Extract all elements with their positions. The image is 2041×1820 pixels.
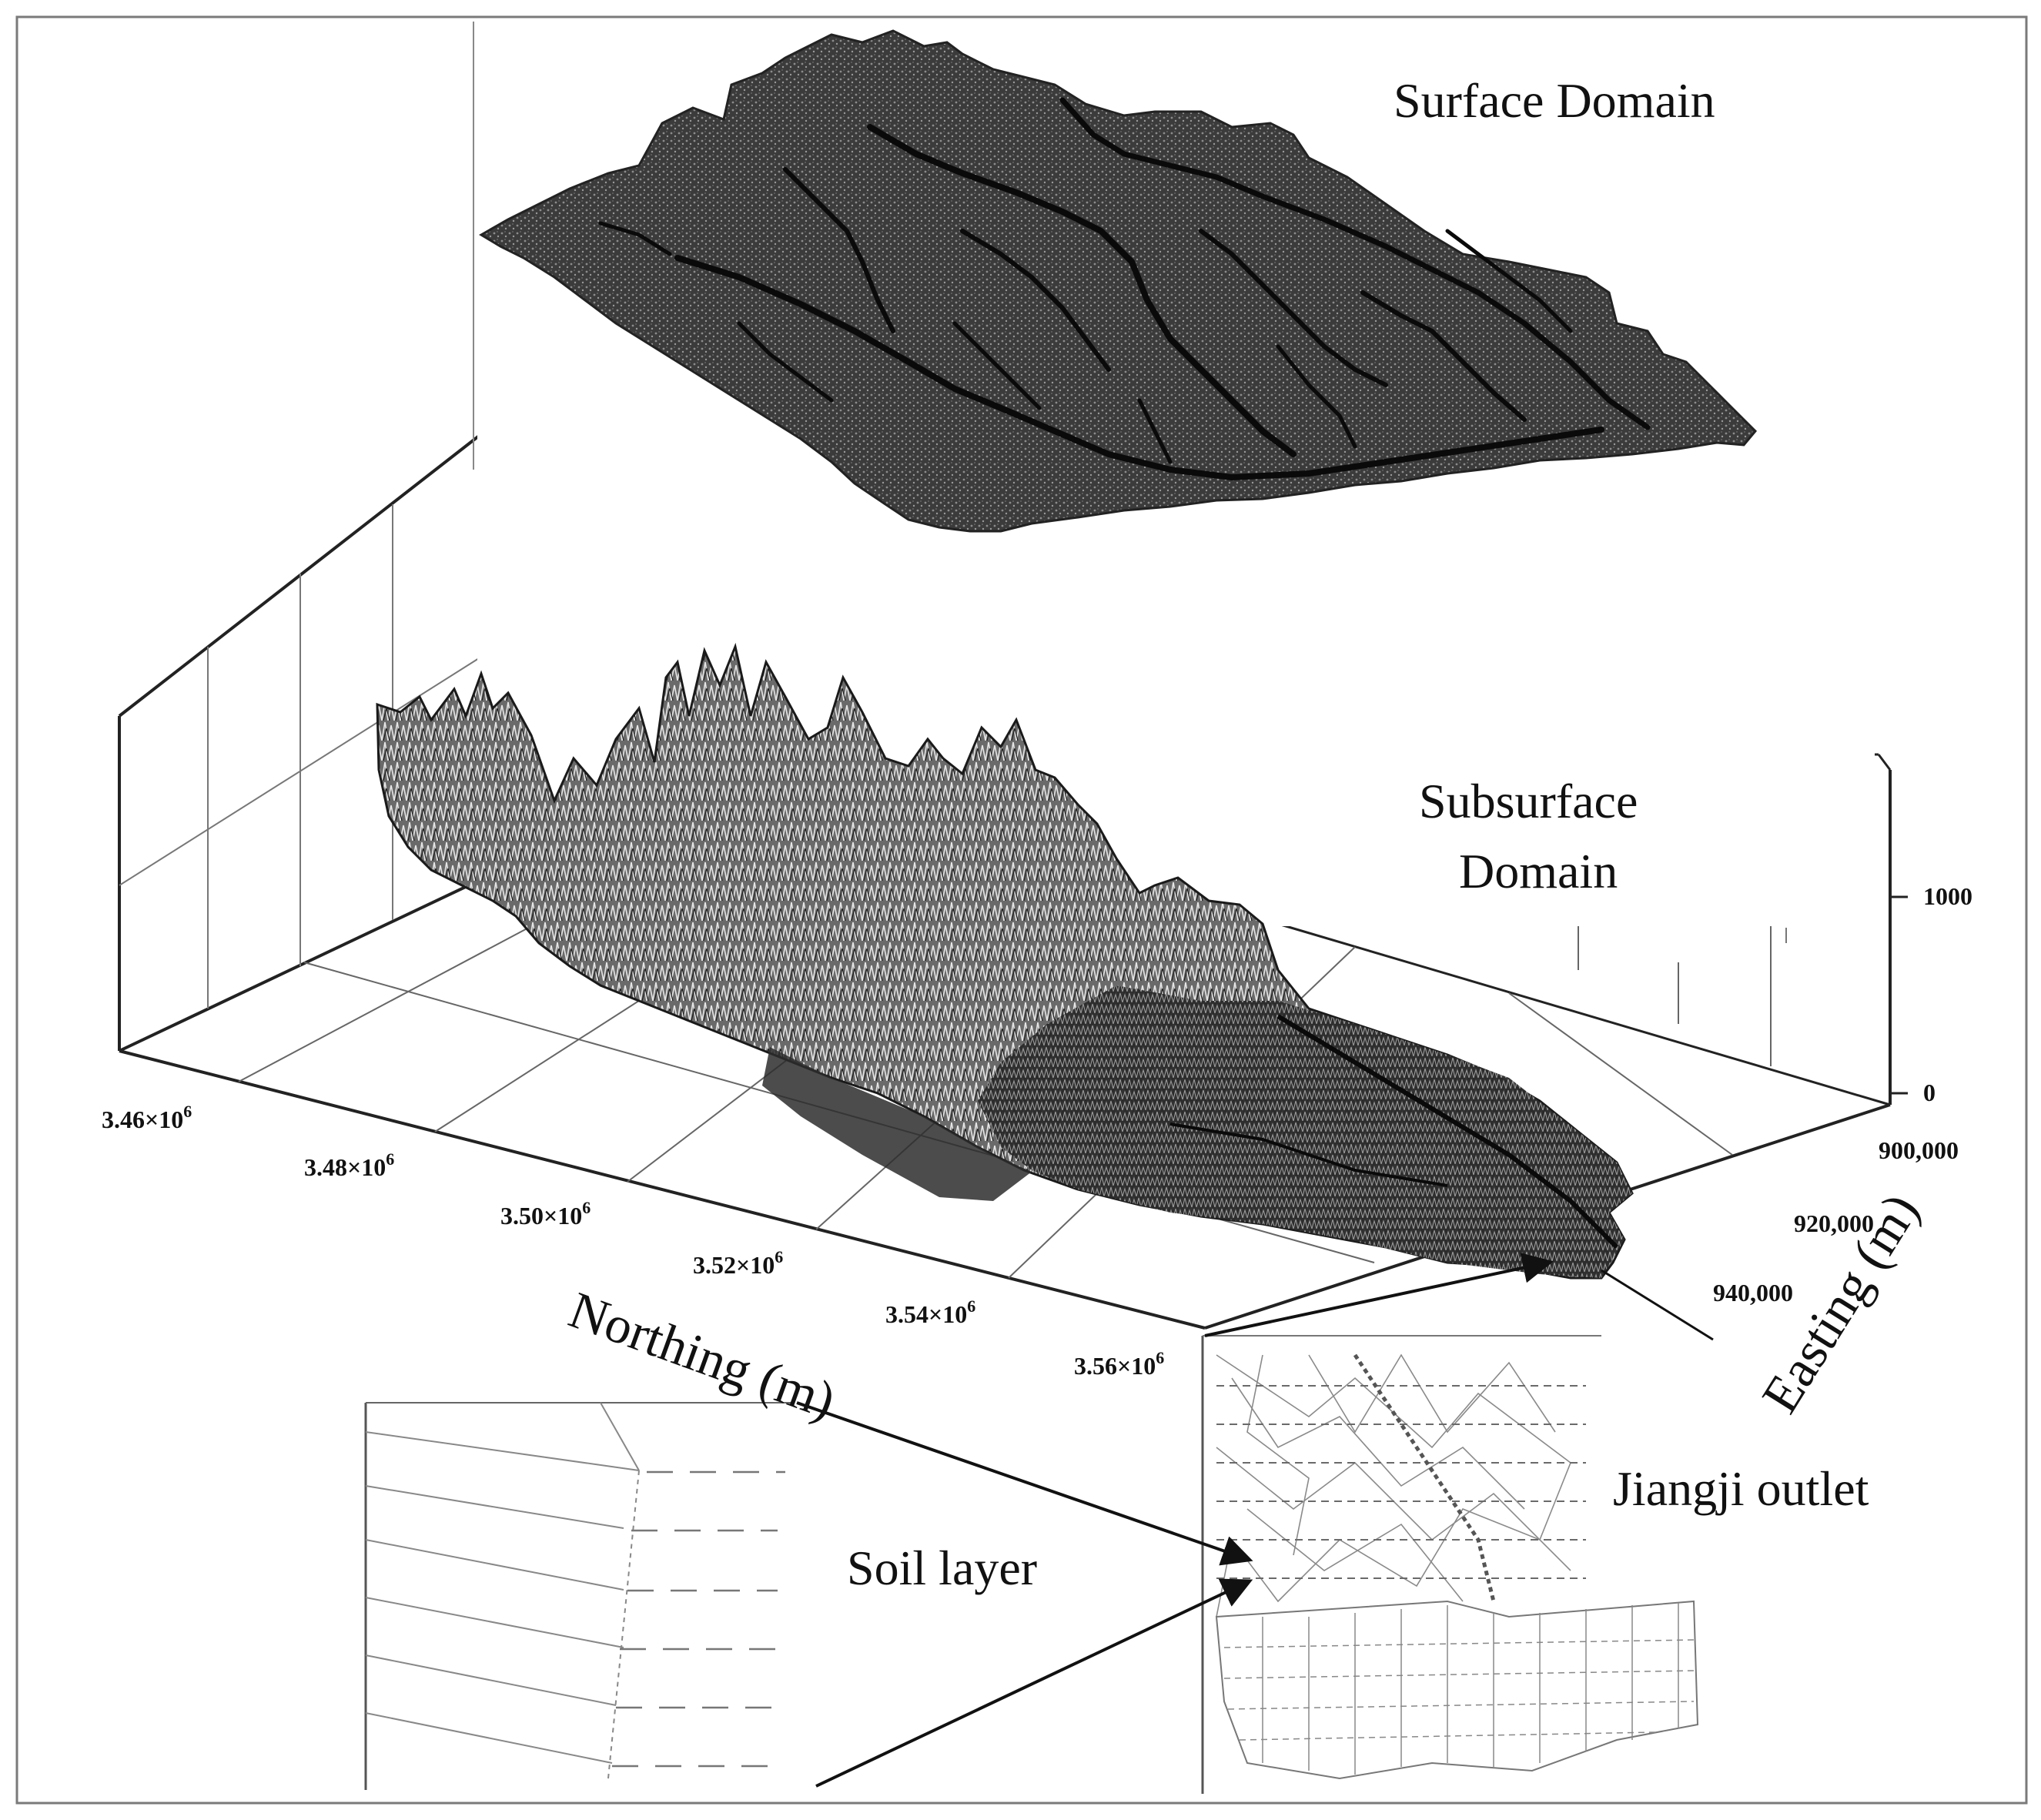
subsurface-domain-label-line1: Subsurface bbox=[1419, 774, 1638, 828]
elevation-ticks: 1000 0 bbox=[1923, 882, 1972, 1106]
connector-arrows bbox=[796, 1253, 1714, 1788]
northing-tick: 3.46×106 bbox=[102, 1102, 192, 1133]
northing-tick: 3.52×106 bbox=[693, 1247, 783, 1279]
outlet-guide-line bbox=[1601, 1269, 1714, 1341]
northing-tick: 3.50×106 bbox=[500, 1198, 591, 1230]
northing-ticks: 3.46×106 3.48×106 3.50×106 3.52×106 3.54… bbox=[102, 1102, 1164, 1380]
figure-frame bbox=[15, 15, 2028, 1805]
easting-tick: 900,000 bbox=[1879, 1136, 1959, 1164]
subsurface-terrain bbox=[376, 642, 1634, 1280]
soil-arrow-lower bbox=[815, 1578, 1253, 1788]
soil-arrow-upper bbox=[796, 1401, 1253, 1566]
jiangji-outlet-label: Jiangji outlet bbox=[1613, 1461, 1869, 1516]
surface-domain-mesh bbox=[479, 29, 1758, 533]
surface-domain-label: Surface Domain bbox=[1394, 73, 1715, 128]
northing-tick: 3.48×106 bbox=[304, 1149, 394, 1181]
soil-layer-detail bbox=[364, 1402, 797, 1792]
subsurface-domain-label-line2: Domain bbox=[1459, 844, 1618, 898]
outlet-arrow bbox=[1204, 1253, 1554, 1337]
northing-tick: 3.56×106 bbox=[1074, 1348, 1164, 1380]
soil-layer-label: Soil layer bbox=[847, 1541, 1037, 1595]
easting-ticks: 900,000 920,000 940,000 bbox=[1713, 1136, 1959, 1306]
northing-tick: 3.54×106 bbox=[885, 1296, 975, 1328]
easting-tick: 940,000 bbox=[1713, 1279, 1793, 1306]
easting-tick: 920,000 bbox=[1794, 1209, 1874, 1237]
elevation-tick: 1000 bbox=[1923, 882, 1972, 910]
jiangji-outlet-mesh bbox=[1201, 1335, 1699, 1794]
elevation-tick: 0 bbox=[1923, 1079, 1936, 1106]
